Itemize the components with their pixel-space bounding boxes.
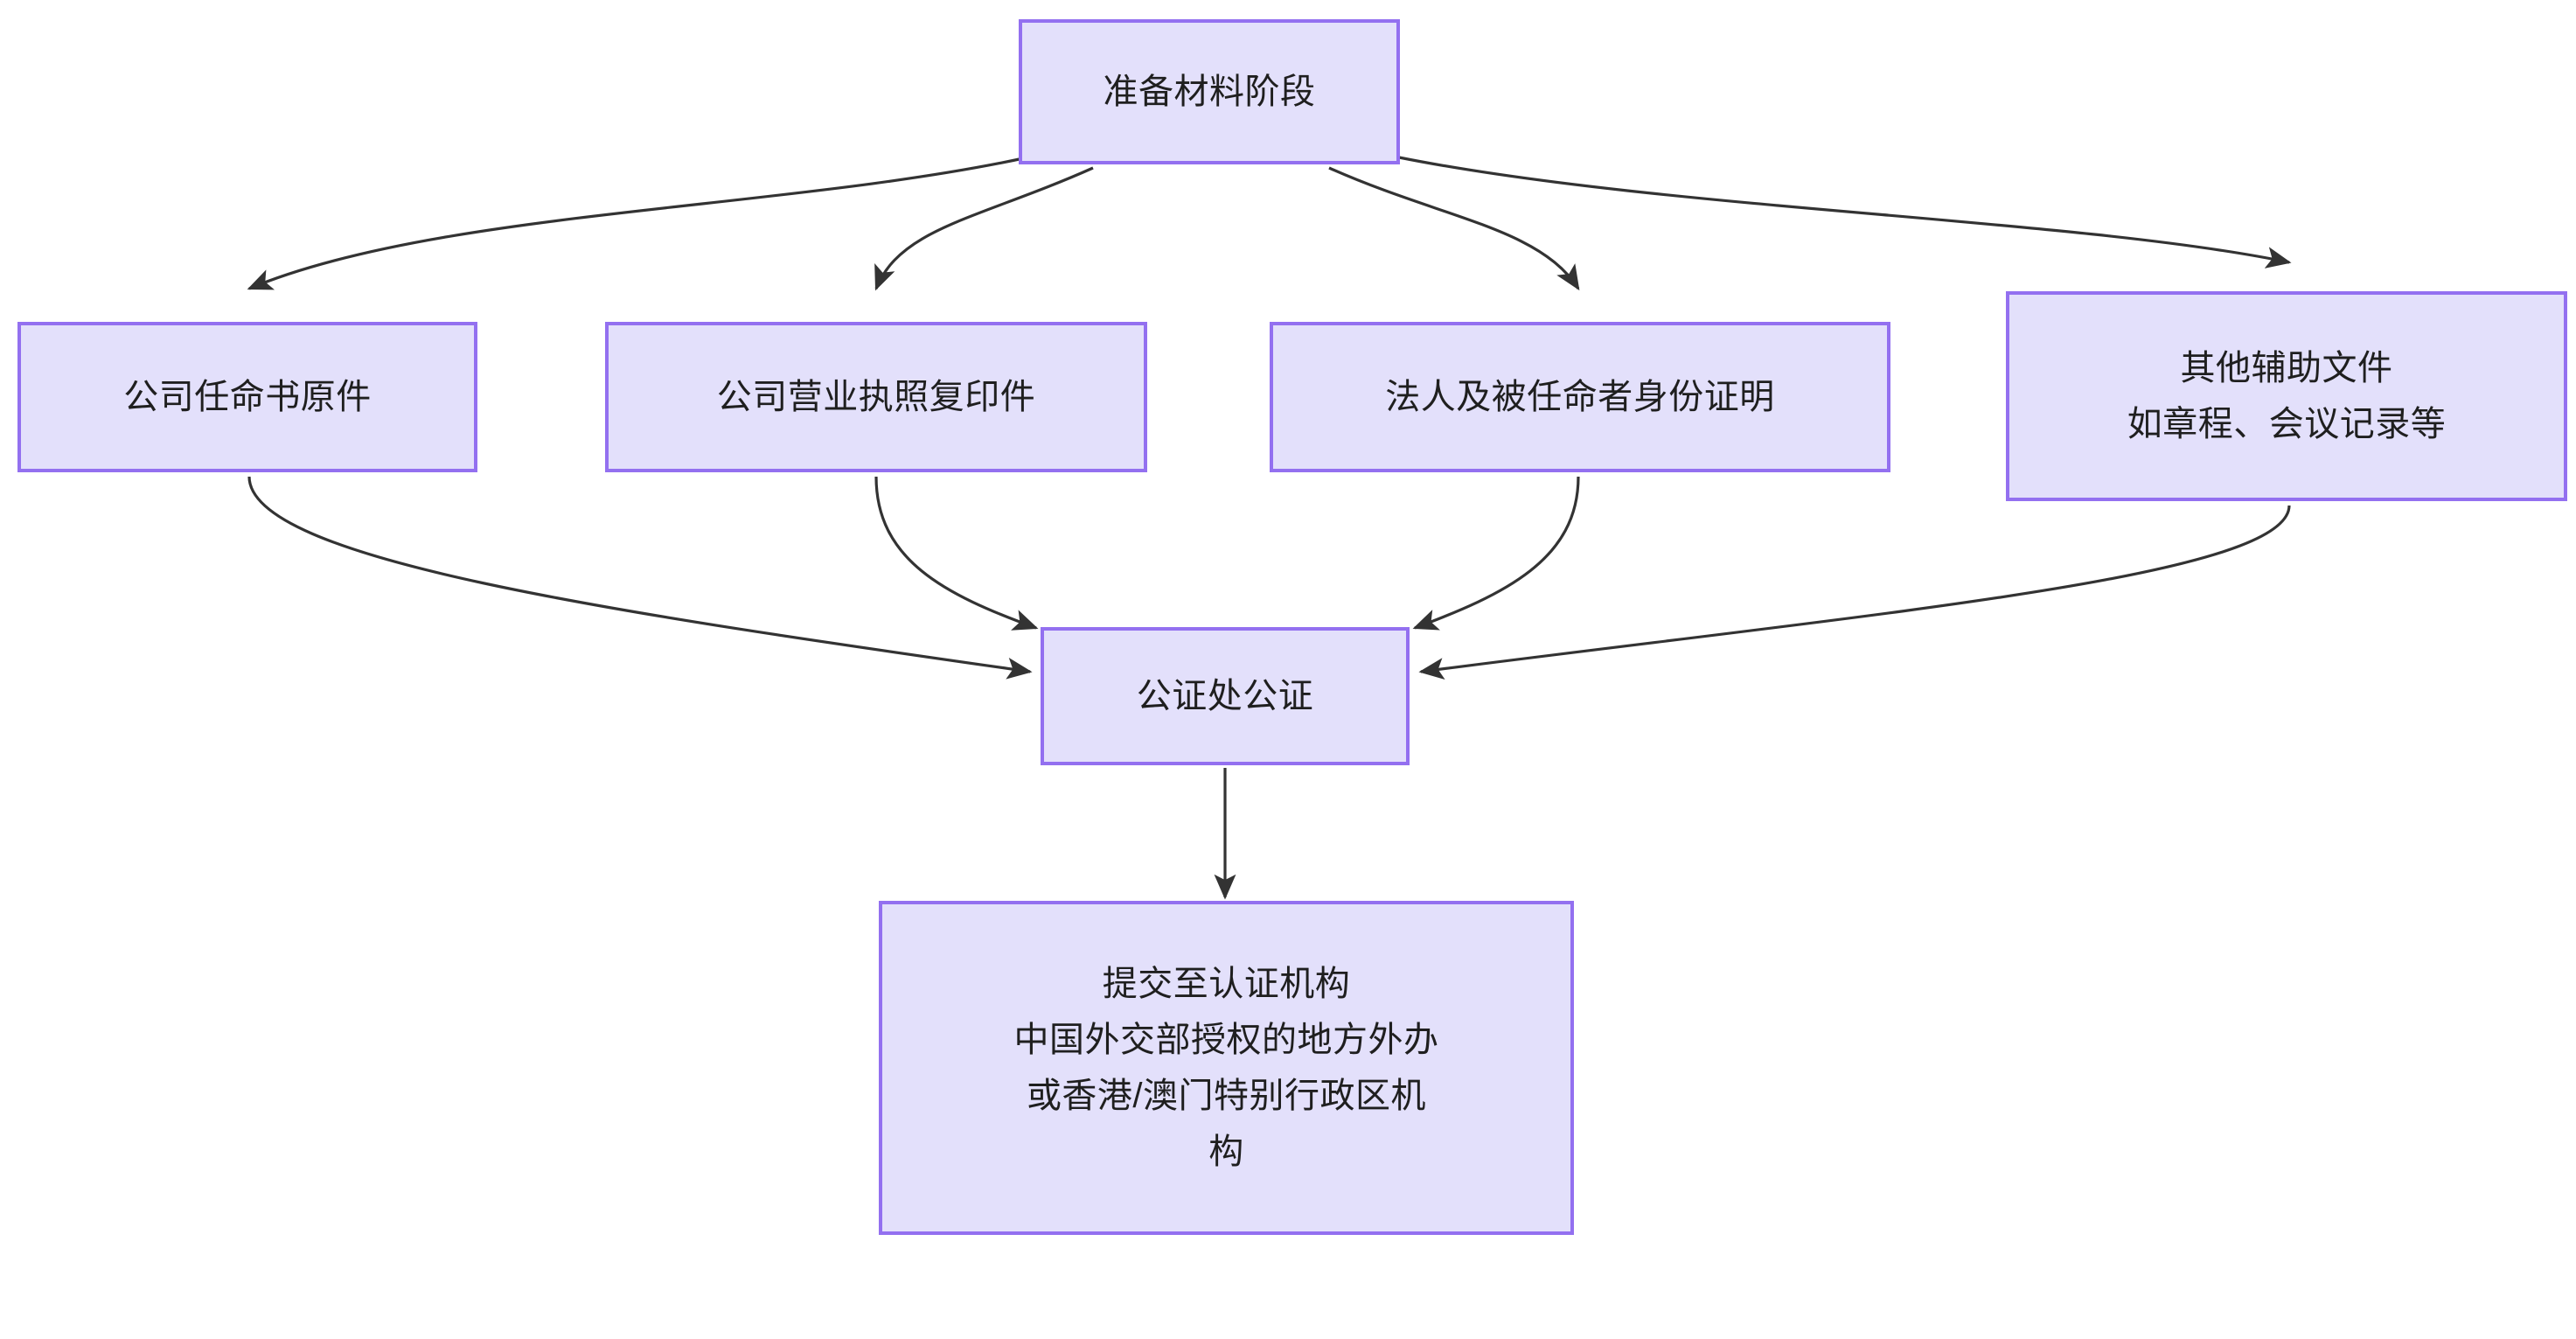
node-label-appointment_original: 公司任命书原件 (123, 378, 372, 416)
node-label-submit_authority: 提交至认证机构 中国外交部授权的地方外办 或香港/澳门特别行政区机 构 (1013, 965, 1439, 1171)
node-prepare[interactable]: 准备材料阶段 (1019, 19, 1400, 164)
node-label-license_copy: 公司营业执照复印件 (716, 378, 1036, 416)
edge-identity_proof-to-notary (1412, 476, 1580, 631)
edge-prepare-to-identity_proof (1328, 166, 1580, 291)
node-label-identity_proof: 法人及被任命者身份证明 (1385, 378, 1775, 416)
node-submit_authority[interactable]: 提交至认证机构 中国外交部授权的地方外办 或香港/澳门特别行政区机 构 (879, 901, 1574, 1235)
edge-group (247, 156, 2292, 900)
node-other_docs[interactable]: 其他辅助文件 如章程、会议记录等 (2006, 291, 2567, 501)
node-license_copy[interactable]: 公司营业执照复印件 (605, 322, 1147, 472)
node-label-prepare: 准备材料阶段 (1103, 73, 1316, 111)
node-label-notary: 公证处公证 (1136, 677, 1314, 715)
node-notary[interactable]: 公证处公证 (1041, 627, 1410, 765)
edge-other_docs-to-notary (1418, 505, 2291, 680)
edge-prepare-to-license_copy (874, 166, 1094, 291)
edge-appointment_original-to-notary (247, 476, 1033, 680)
node-identity_proof[interactable]: 法人及被任命者身份证明 (1270, 322, 1890, 472)
node-label-other_docs: 其他辅助文件 如章程、会议记录等 (2127, 349, 2447, 443)
edge-prepare-to-appointment_original (247, 156, 1028, 290)
node-appointment_original[interactable]: 公司任命书原件 (17, 322, 477, 472)
edge-prepare-to-other_docs (1398, 156, 2292, 268)
edge-license_copy-to-notary (874, 476, 1039, 631)
